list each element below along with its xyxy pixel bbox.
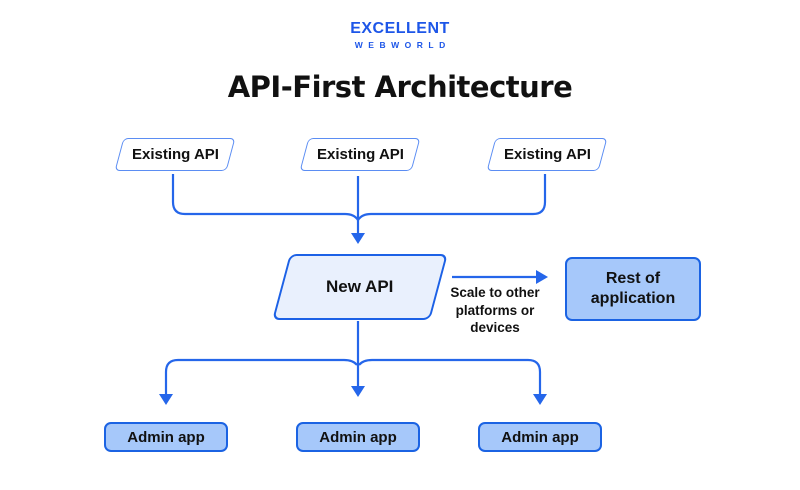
logo-secondary-text: WEBWORLD (354, 40, 451, 50)
node-existing-api-3: Existing API (486, 138, 608, 171)
node-label: Existing API (503, 146, 591, 163)
arrow-down-icon (351, 233, 365, 244)
node-label: New API (326, 277, 394, 296)
page-title: API-First Architecture (227, 70, 573, 104)
brace-top-right (357, 174, 547, 221)
logo: EXCELLENT WEBWORLD (0, 20, 800, 50)
node-label: Admin app (319, 428, 397, 446)
node-existing-api-2: Existing API (299, 138, 421, 171)
arrow-right-icon (536, 270, 548, 284)
brace-top-left (171, 174, 359, 221)
branch-bottom-left (164, 358, 358, 394)
node-label: Admin app (501, 428, 579, 446)
node-label: Existing API (131, 146, 219, 163)
node-existing-api-1: Existing API (114, 138, 236, 171)
arrow-down-icon (351, 386, 365, 397)
node-label: Existing API (316, 146, 404, 163)
arrow-down-icon (533, 394, 547, 405)
arrow-down-icon (159, 394, 173, 405)
node-admin-app-2: Admin app (296, 422, 420, 452)
node-label: Rest of application (590, 270, 676, 307)
node-rest-of-application: Rest of application (565, 257, 701, 321)
scale-note-label: Scale to other platforms or devices (450, 285, 540, 336)
node-admin-app-1: Admin app (104, 422, 228, 452)
node-admin-app-3: Admin app (478, 422, 602, 452)
node-label: Admin app (127, 428, 205, 446)
node-new-api: New API (272, 254, 448, 320)
branch-bottom-right (358, 358, 542, 394)
logo-primary-text: EXCELLENT (350, 20, 450, 37)
